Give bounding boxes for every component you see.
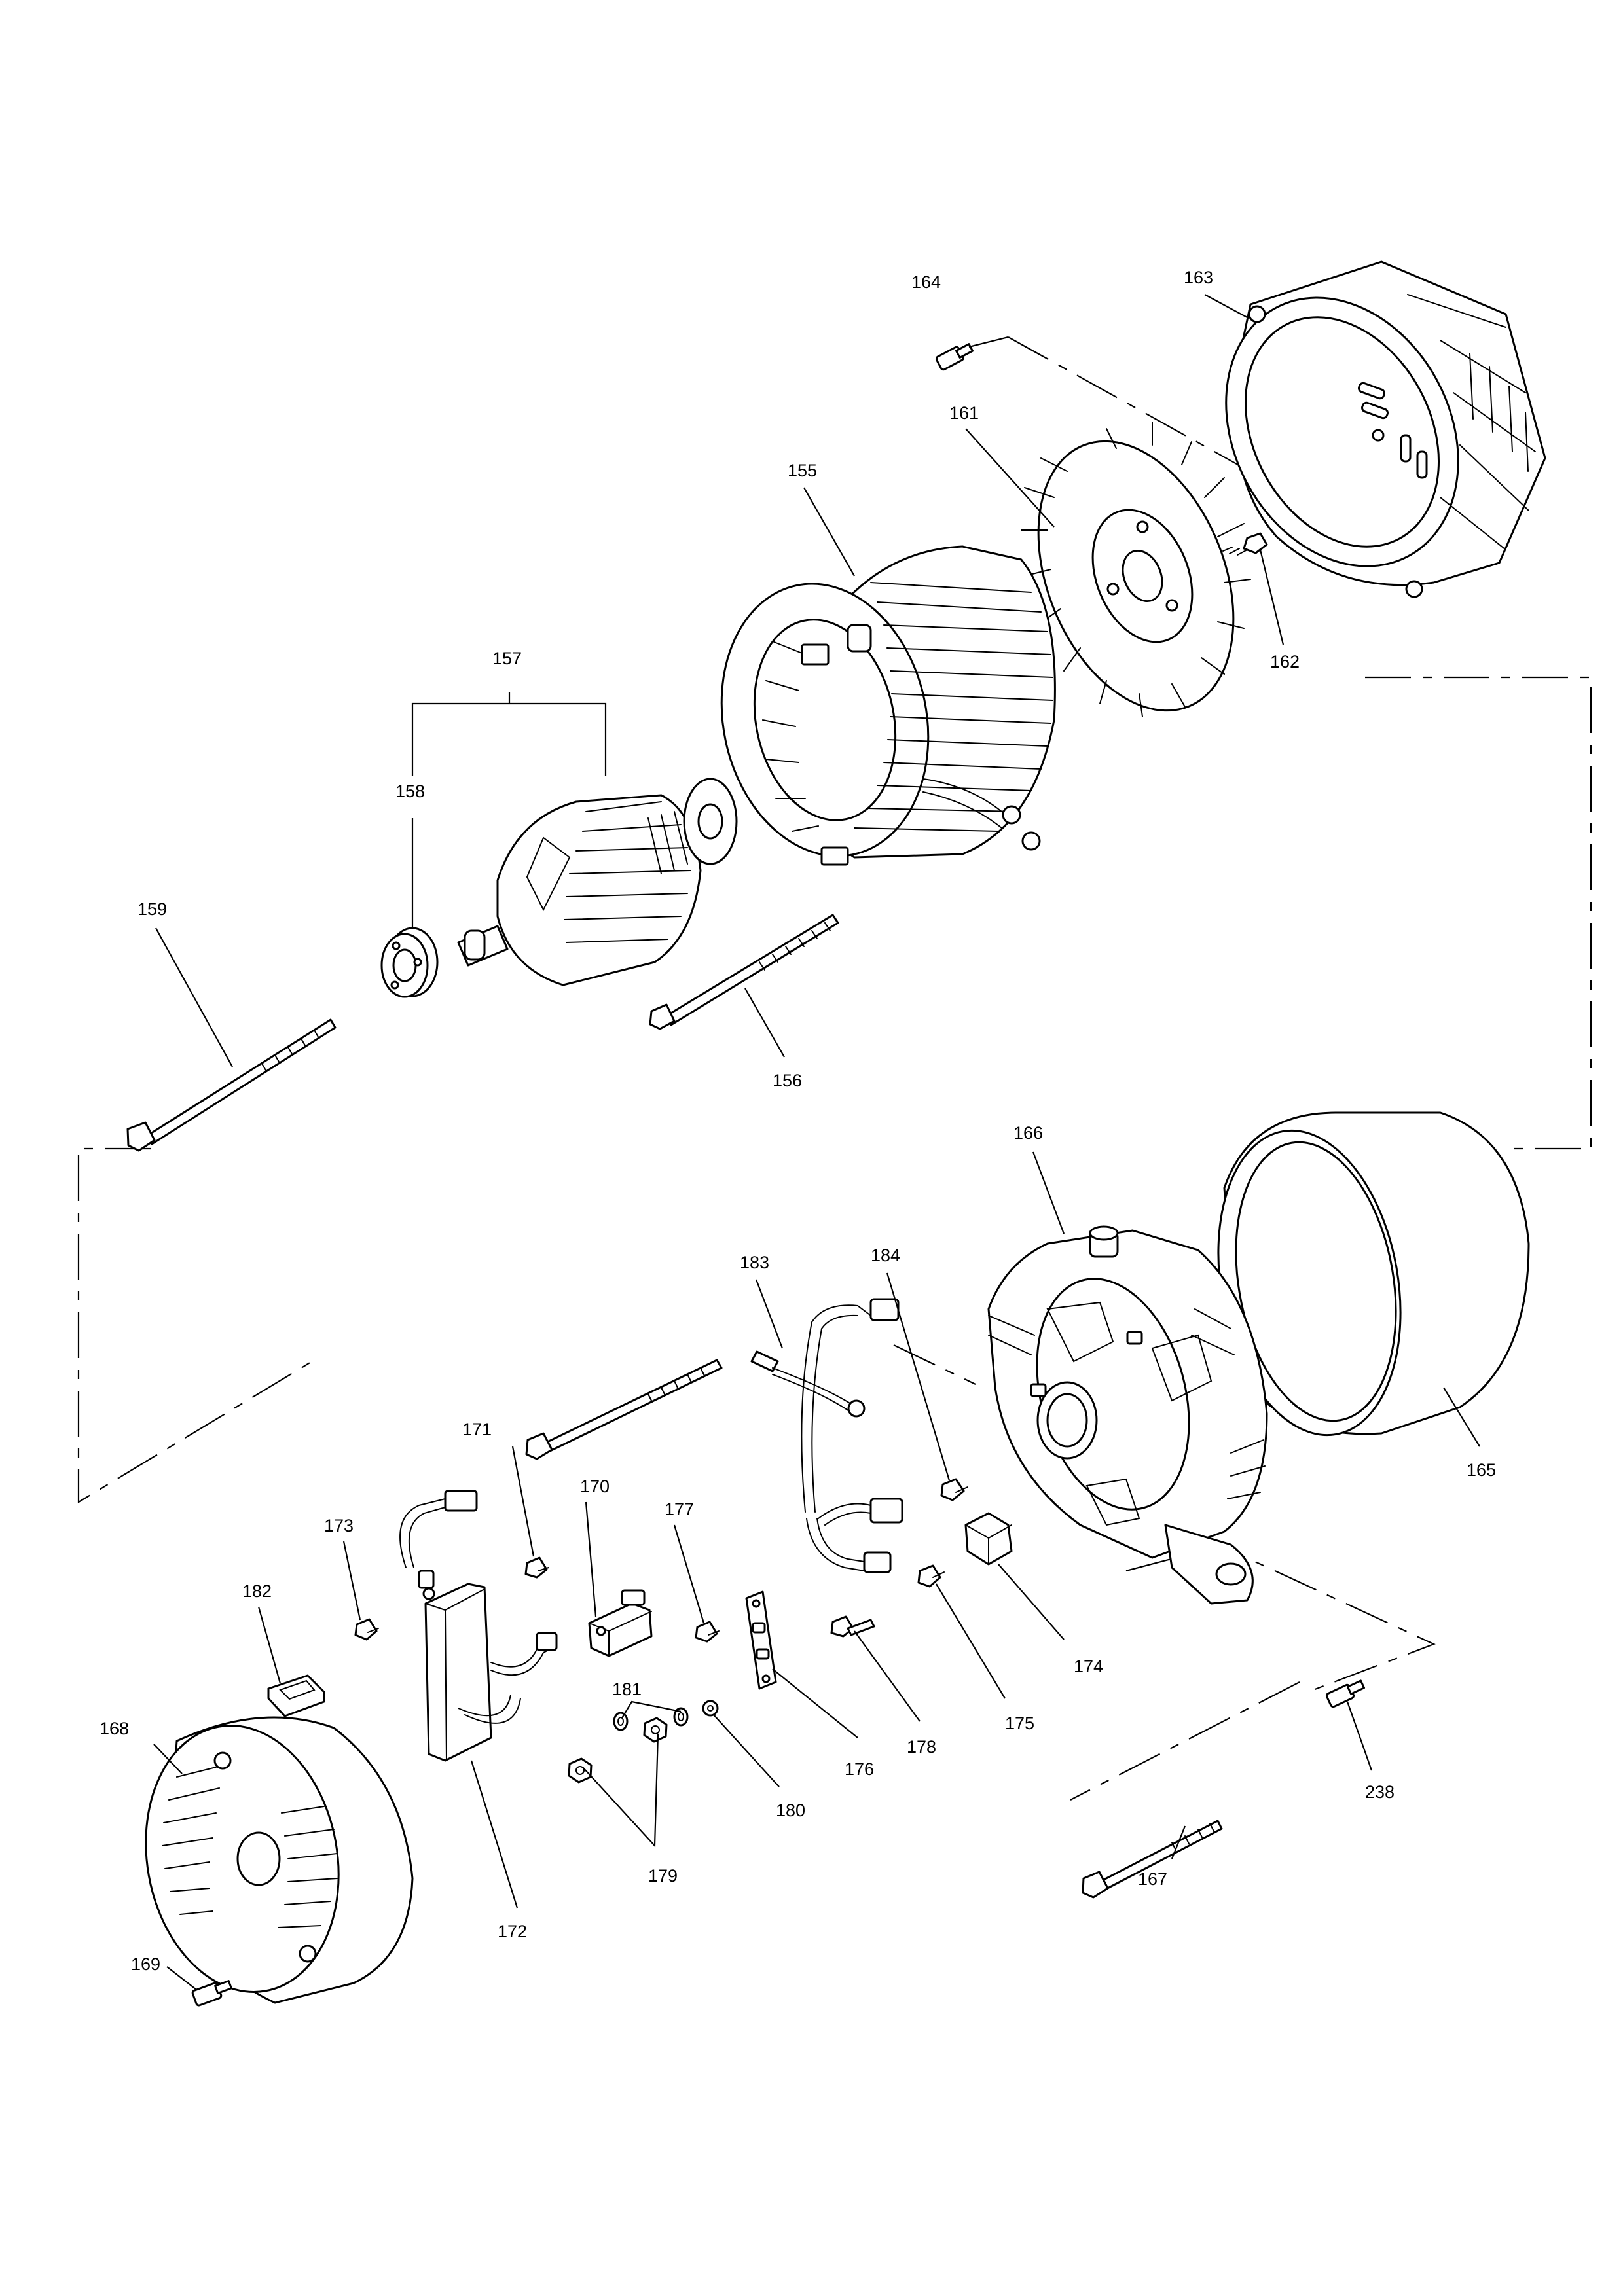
callout-165: 165 (1467, 1460, 1496, 1480)
callout-181: 181 (612, 1679, 642, 1699)
part-171-bolt (525, 1359, 723, 1460)
callout-163: 163 (1184, 268, 1213, 287)
part-157-rotor (457, 778, 738, 986)
alignment-lines (77, 336, 1592, 1801)
callout-166: 166 (1013, 1123, 1043, 1143)
callout-182: 182 (242, 1581, 272, 1601)
part-181-washers (613, 1707, 689, 1731)
callout-157: 157 (492, 649, 522, 668)
part-171-screw (524, 1556, 549, 1579)
part-155-stator (720, 545, 1056, 866)
part-183-harness (750, 1298, 903, 1573)
part-156-bolt (649, 914, 839, 1030)
part-173-screw (354, 1618, 379, 1641)
part-168-end-cover (145, 1716, 414, 2004)
part-164-screw (935, 343, 974, 371)
part-158-bearing (380, 927, 439, 998)
callout-158: 158 (395, 781, 425, 801)
callout-167: 167 (1138, 1869, 1167, 1889)
callout-156: 156 (773, 1071, 802, 1090)
part-179-nuts (568, 1717, 668, 1784)
callout-162: 162 (1270, 652, 1300, 672)
part-175-screw (917, 1564, 945, 1588)
part-180-washer (702, 1700, 719, 1717)
part-178-screw (830, 1615, 875, 1638)
callout-164: 164 (911, 272, 941, 292)
callout-161: 161 (949, 403, 979, 423)
callout-174: 174 (1074, 1657, 1103, 1676)
part-172-terminal (399, 1490, 558, 1762)
callout-168: 168 (100, 1719, 129, 1738)
part-159-bolt (126, 1018, 337, 1152)
callout-170: 170 (580, 1477, 610, 1496)
part-169-screw (191, 1980, 232, 2007)
part-170-regulator (588, 1589, 653, 1657)
part-182-grommet (267, 1674, 325, 1717)
leader-lines (153, 294, 1480, 1990)
part-162-screw (1222, 532, 1268, 556)
part-166-front-housing (987, 1225, 1268, 1605)
callout-176: 176 (845, 1759, 874, 1779)
callout-159: 159 (137, 899, 167, 919)
callout-171: 171 (462, 1420, 492, 1439)
callout-177: 177 (665, 1499, 694, 1519)
callout-179: 179 (648, 1866, 678, 1886)
part-165-cover-band (1217, 1111, 1530, 1437)
callout-183: 183 (740, 1253, 769, 1272)
part-176-bracket (745, 1590, 777, 1690)
callout-numbers: 163 164 161 162 155 157 158 159 156 166 … (100, 268, 1496, 1974)
part-177-screw (695, 1621, 720, 1643)
part-174-block (964, 1512, 1013, 1566)
callout-155: 155 (788, 461, 817, 480)
callout-173: 173 (324, 1516, 354, 1535)
part-184-screw (940, 1478, 968, 1501)
callout-169: 169 (131, 1954, 160, 1974)
callout-180: 180 (776, 1801, 805, 1820)
callout-178: 178 (907, 1737, 936, 1757)
part-161-fan (1021, 422, 1251, 717)
callout-184: 184 (871, 1246, 900, 1265)
part-167-bolt (1082, 1820, 1223, 1899)
callout-175: 175 (1005, 1713, 1034, 1733)
callout-238: 238 (1365, 1782, 1395, 1802)
part-238-screw (1325, 1679, 1366, 1708)
callout-172: 172 (498, 1922, 527, 1941)
part-163-rear-housing (1225, 260, 1546, 598)
